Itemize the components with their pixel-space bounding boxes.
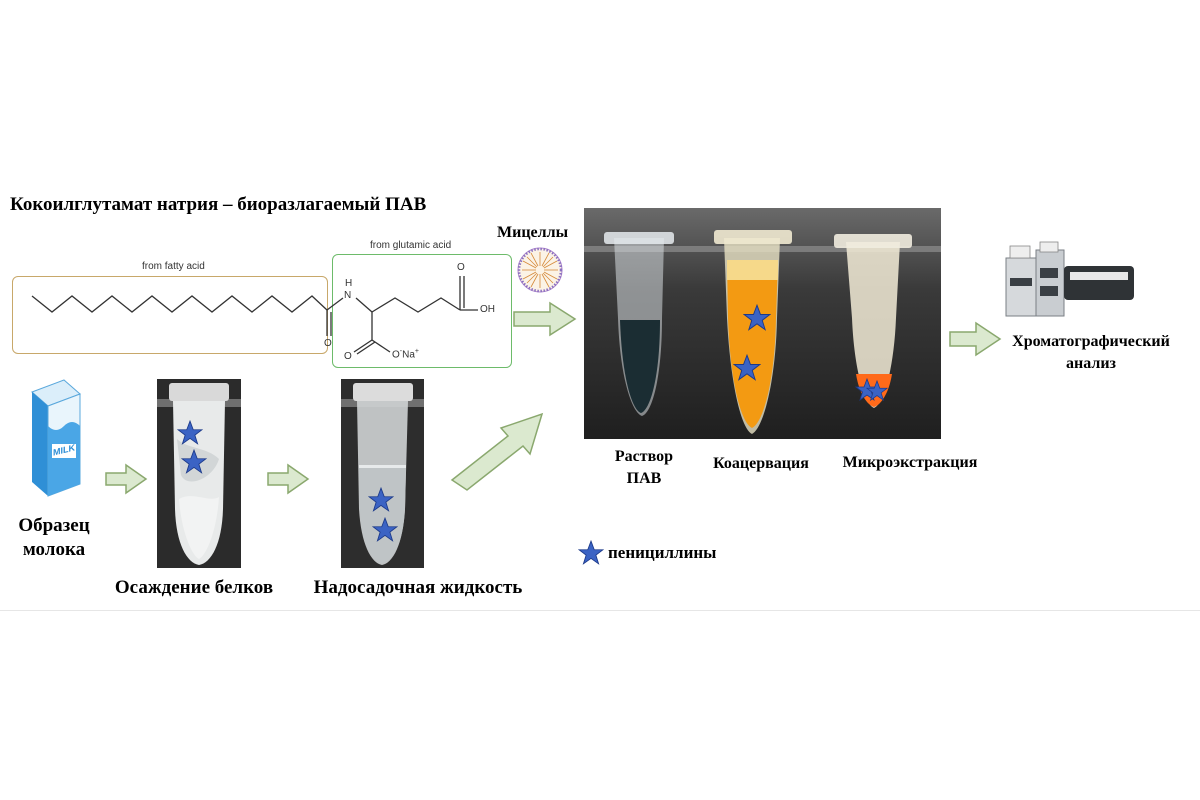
surfactant-solution-line2: ПАВ — [626, 470, 662, 487]
nitrogen-atom: N — [344, 290, 352, 301]
legend-label: пенициллины — [608, 543, 717, 562]
supernatant-tube-photo — [341, 379, 424, 568]
arrow-up-right-icon — [450, 412, 544, 491]
chromatography-line2: анализ — [1066, 355, 1116, 372]
hplc-instrument-icon — [1005, 241, 1134, 317]
coacervation-label: Коацервация — [713, 455, 809, 472]
fatty-acid-label: from fatty acid — [142, 261, 205, 272]
hydroxyl-group: OH — [480, 304, 495, 315]
arrow-right-icon — [949, 321, 1002, 357]
milk-sample-label: Образец молока — [6, 514, 102, 562]
star-icon — [181, 449, 207, 474]
carbonyl-oxygen: O — [324, 338, 332, 349]
chromatography-label: Хроматографический анализ — [994, 331, 1188, 375]
micelles-label: Мицеллы — [497, 224, 569, 241]
surfactant-solution-line1: Раствор — [614, 448, 674, 465]
amide-hydrogen: H — [345, 278, 353, 289]
legend: пенициллины — [578, 540, 716, 566]
milk-sample-line1: Образец — [18, 515, 90, 536]
carboxylate-oxygen: O — [344, 351, 352, 362]
star-icon — [866, 380, 888, 402]
arrow-right-icon — [513, 301, 577, 337]
arrow-right-icon — [267, 463, 310, 495]
star-icon — [743, 304, 771, 331]
molecule-skeleton — [31, 276, 478, 355]
tubes-photo — [584, 208, 941, 439]
sodium-ion: Na — [402, 349, 415, 361]
star-icon — [372, 517, 398, 542]
glutamic-acid-box — [332, 254, 512, 368]
sodium-charge: + — [414, 348, 420, 355]
arrow-right-icon — [105, 463, 148, 495]
glutamic-acid-label: from glutamic acid — [370, 240, 452, 251]
milk-carton-icon — [31, 379, 81, 497]
chromatography-line1: Хроматографический — [1012, 333, 1170, 350]
micelle-icon — [517, 247, 563, 293]
star-icon — [578, 540, 604, 565]
milk-sample-line2: молока — [22, 539, 86, 560]
diagram-title: Кокоилглутамат натрия – биоразлагаемый П… — [10, 194, 427, 215]
precipitation-label: Осаждение белков — [114, 577, 274, 598]
surfactant-solution-label: Раствор ПАВ — [598, 446, 690, 490]
star-icon — [368, 487, 394, 512]
oxide-oxygen: O — [392, 349, 400, 361]
star-icon — [733, 354, 761, 381]
microextraction-label: Микроэкстракция — [842, 454, 978, 471]
oxide-charge: - — [399, 348, 403, 355]
supernatant-label: Надосадочная жидкость — [313, 577, 523, 598]
chemical-structure: from fatty acid from glutamic acid N H O… — [10, 240, 512, 370]
divider-line — [0, 610, 1200, 611]
oxide-anion: O-Na+ — [392, 348, 419, 360]
star-icon — [177, 420, 203, 445]
acid-oxygen: O — [457, 262, 465, 273]
